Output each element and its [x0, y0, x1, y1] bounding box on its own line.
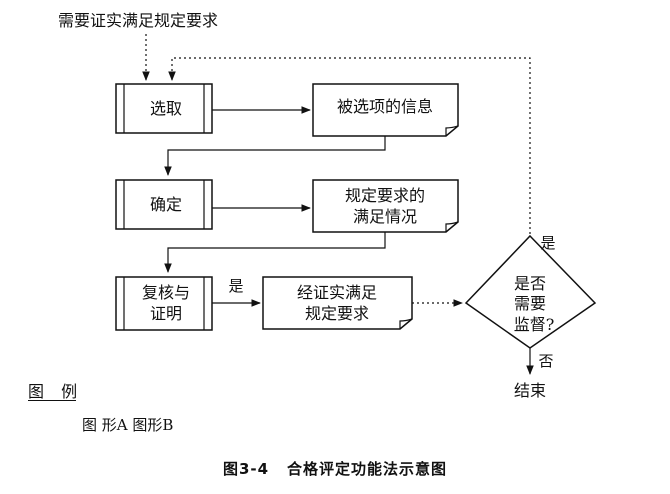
figure-caption: 图3-4 合格评定功能法示意图 [0, 458, 670, 479]
edge-label-decision-yes: 是 [540, 234, 555, 252]
process-select-label: 选取 [150, 99, 182, 118]
document-verified-line1: 经证实满足 [297, 283, 377, 302]
legend-rule [28, 400, 76, 401]
decision-line3: 监督? [514, 315, 555, 334]
document-fulfillment-line1: 规定要求的 [345, 186, 425, 205]
process-determine: 确定 [115, 179, 213, 230]
document-selected-info: 被选项的信息 [312, 83, 459, 137]
document-selected-info-label: 被选项的信息 [337, 97, 433, 116]
process-review: 复核与 证明 [115, 276, 213, 331]
connector-fulfillment-to-review [164, 232, 386, 273]
process-review-line2: 证明 [150, 304, 182, 323]
document-verified-line2: 规定要求 [305, 304, 369, 323]
feedback-loop-line [168, 57, 531, 234]
document-fulfillment-line2: 满足情况 [353, 207, 417, 226]
decision-monitoring: 是否 需要 监督? [464, 234, 597, 349]
document-verified: 经证实满足 规定要求 [262, 276, 413, 330]
figure-number: 图3-4 [222, 460, 270, 478]
process-review-line1: 复核与 [142, 283, 190, 302]
process-determine-label: 确定 [150, 195, 182, 214]
legend-title: 图 例 [28, 382, 84, 401]
figure-title: 合格评定功能法示意图 [287, 460, 448, 478]
end-label: 结束 [514, 381, 546, 400]
edge-label-review-yes: 是 [228, 277, 243, 295]
process-select: 选取 [115, 83, 213, 134]
decision-line2: 需要 [514, 294, 546, 313]
document-fulfillment: 规定要求的 满足情况 [312, 179, 459, 233]
connector-info-to-determine [164, 136, 386, 176]
edge-label-decision-no: 否 [538, 352, 553, 370]
decision-line1: 是否 [514, 274, 546, 293]
legend-items: 图 形A 图形B [82, 416, 174, 434]
input-label: 需要证实满足规定要求 [58, 11, 218, 30]
